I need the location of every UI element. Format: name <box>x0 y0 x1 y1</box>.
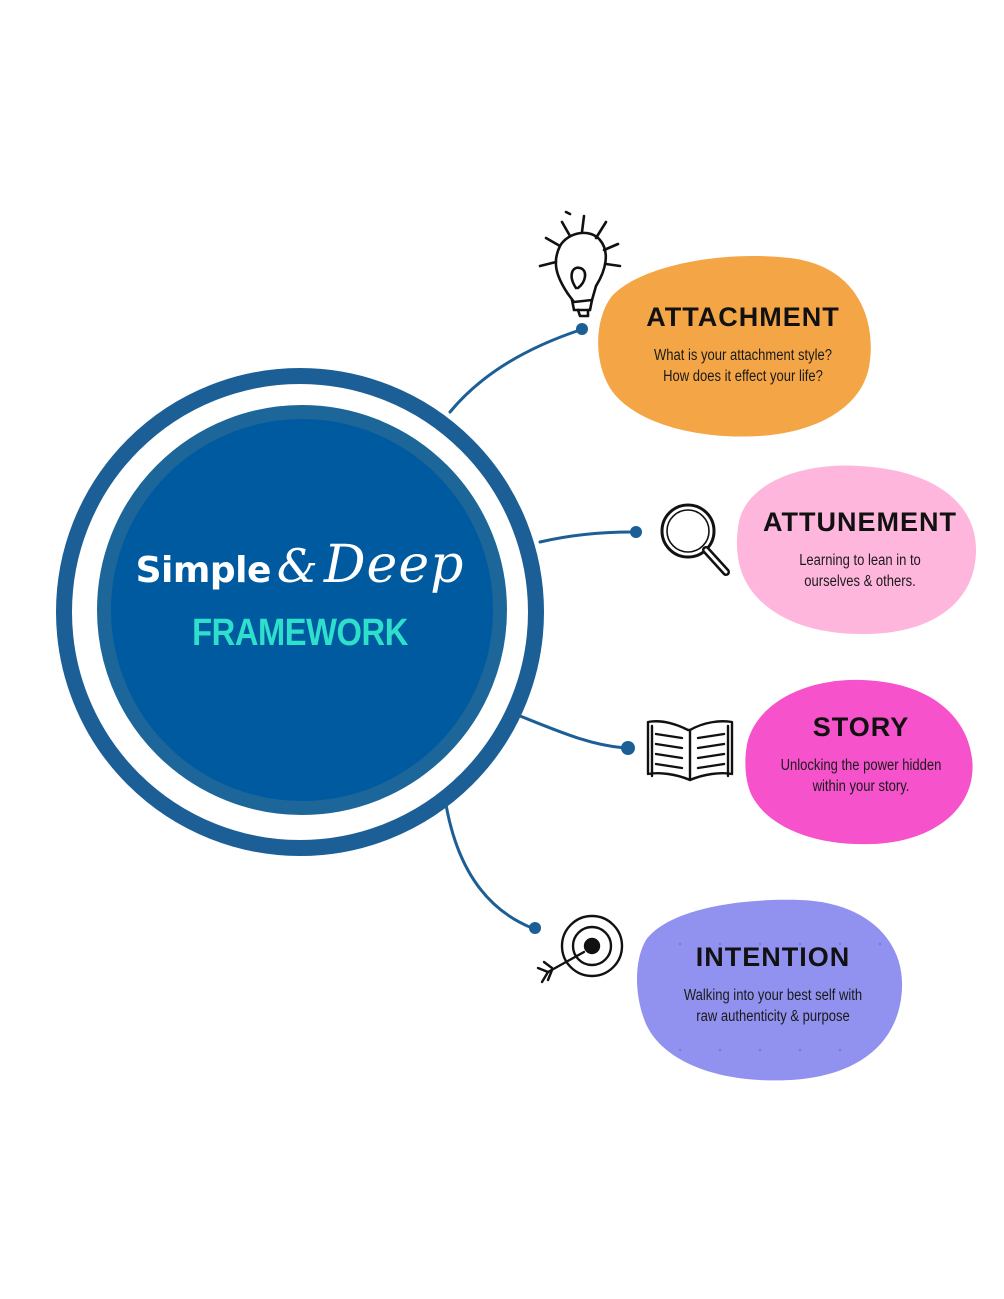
node-title: ATTUNEMENT <box>763 507 957 537</box>
node-title: ATTACHMENT <box>646 302 840 332</box>
lightbulb-icon <box>538 210 622 318</box>
node-title: INTENTION <box>695 942 851 972</box>
connector-dot-intention <box>529 922 541 934</box>
node-description: Unlocking the power hidden within your s… <box>780 757 942 795</box>
hub-word-deep: Deep <box>323 535 465 595</box>
hub-ampersand: & <box>276 539 318 593</box>
connector-story <box>518 714 627 750</box>
node-description: Learning to lean in to ourselves & other… <box>799 552 921 590</box>
hub-word-simple: Simple <box>135 550 272 591</box>
blob-story <box>745 679 973 845</box>
blob-intention-dots <box>678 942 882 1052</box>
blob-intention <box>637 899 903 1081</box>
magnifier-icon <box>660 503 730 576</box>
node-description: Walking into your best self with raw aut… <box>683 987 863 1025</box>
target-arrow-icon <box>536 914 624 984</box>
hub-core <box>97 405 507 815</box>
connector-dot-attachment <box>576 323 588 335</box>
node-attunement: ATTUNEMENT Learning to lean in to oursel… <box>742 507 978 592</box>
connector-attachment <box>448 328 582 414</box>
node-title: STORY <box>812 712 910 742</box>
blob-attunement <box>736 465 976 635</box>
node-attachment: ATTACHMENT What is your attachment style… <box>612 302 874 387</box>
connector-attunement <box>538 530 634 544</box>
open-book-icon <box>646 720 734 782</box>
blob-attachment <box>598 255 871 437</box>
hub-outer-ring <box>56 368 544 856</box>
node-description: What is your attachment style? How does … <box>653 347 833 385</box>
node-story: STORY Unlocking the power hidden within … <box>748 712 974 797</box>
hub-subtitle: FRAMEWORK <box>192 612 408 654</box>
connector-dot-attunement <box>630 526 642 538</box>
node-intention: INTENTION Walking into your best self wi… <box>644 942 902 1027</box>
hub-title: Simple & Deep <box>100 535 500 615</box>
connector-intention <box>442 790 534 930</box>
connector-dot-story <box>621 741 635 755</box>
